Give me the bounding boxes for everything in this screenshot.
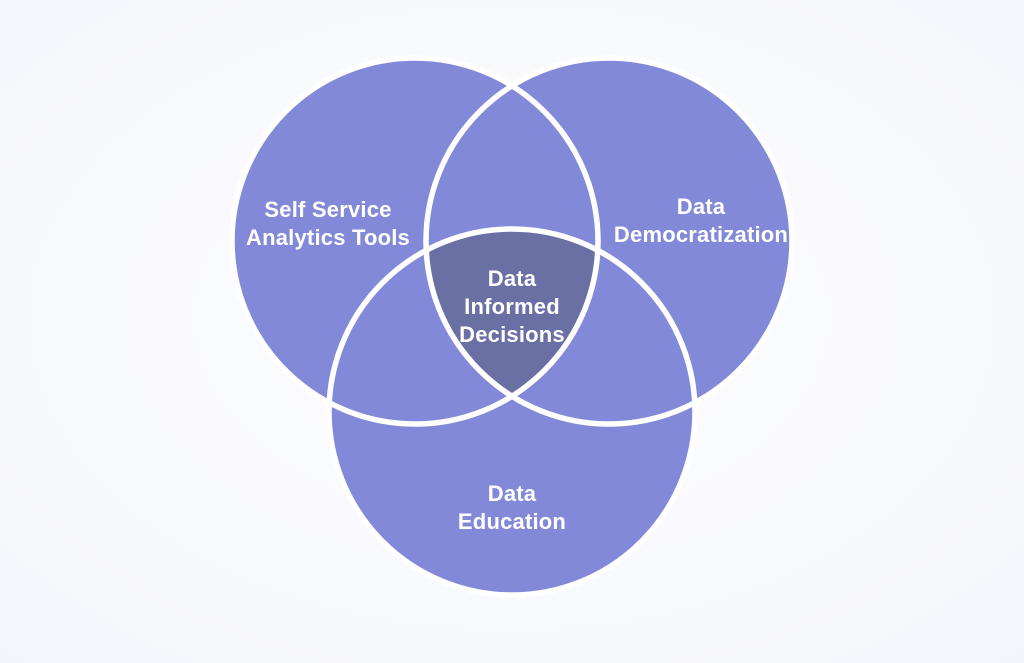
label-data-informed-decisions: Data Informed Decisions [459,266,565,347]
venn-circle-outline-right [423,55,795,427]
label-data-democratization: Data Democratization [613,194,789,247]
venn-circle-outline-left [229,55,601,427]
venn-circle-outline-bottom [326,226,698,598]
venn-circle-data-education [329,229,695,595]
venn-triple-intersection-region [426,229,598,424]
label-data-education: Data Education [457,481,567,534]
label-self-service-analytics-tools: Self Service Analytics Tools [246,197,410,250]
